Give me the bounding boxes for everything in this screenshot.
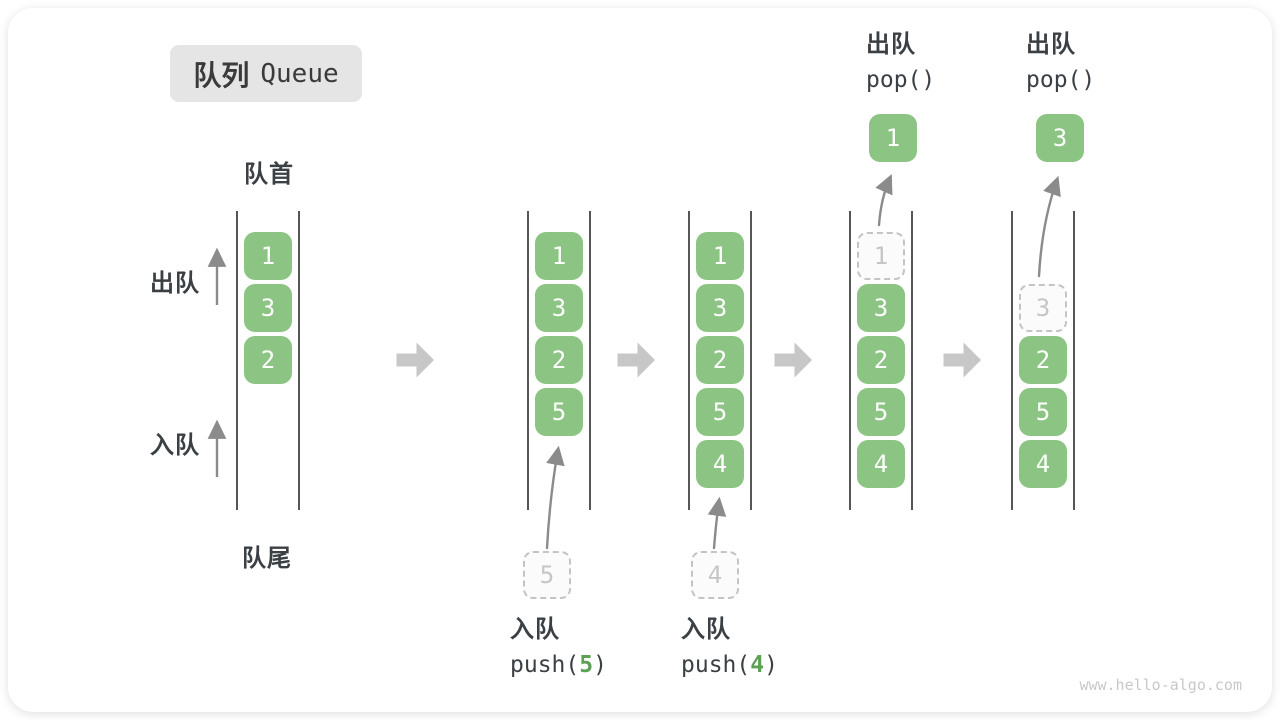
queue-cell: 5 [1019, 388, 1067, 436]
title-zh: 队列 [193, 58, 250, 92]
queue-cell: 1 [244, 232, 292, 280]
queue-cell: 4 [1019, 440, 1067, 488]
enqueue-annotation-1: 入队 push(5) [510, 614, 607, 680]
queue-cell: 5 [857, 388, 905, 436]
queue-cell: 2 [696, 336, 744, 384]
enqueue-code-label: push(5) [510, 650, 607, 680]
queue-wall-line [1011, 211, 1013, 510]
queue-cell: 2 [1019, 336, 1067, 384]
queue-cell: 3 [857, 284, 905, 332]
code-text: ) [593, 652, 607, 678]
queue-cell: 3 [535, 284, 583, 332]
dequeue-action-label: 出队 [1026, 30, 1076, 58]
queue-cell: 1 [696, 232, 744, 280]
queue-cell: 1 [535, 232, 583, 280]
queue-cell: 5 [696, 388, 744, 436]
queue-wall-line [688, 211, 690, 510]
watermark: www.hello-algo.com [1079, 676, 1242, 694]
enqueue-action-label: 入队 [510, 615, 560, 643]
queue-wall-line [1073, 211, 1075, 510]
enqueue-action-label: 入队 [681, 615, 731, 643]
code-text: ) [764, 652, 778, 678]
code-arg: 4 [750, 652, 765, 678]
queue-rear-label: 队尾 [242, 544, 292, 572]
title-en: Queue [260, 58, 339, 89]
queue-cell-dashed: 3 [1019, 284, 1067, 332]
dequeue-code-label: pop() [1026, 67, 1096, 93]
queue-wall-line [298, 211, 300, 510]
pending-enqueue-cell: 5 [523, 551, 571, 599]
queue-cell: 3 [696, 284, 744, 332]
dequeue-side-label: 出队 [150, 269, 200, 297]
dequeue-annotation-1: 出队 pop() [866, 29, 935, 95]
queue-cell: 2 [535, 336, 583, 384]
queue-wall-line [750, 211, 752, 510]
code-arg: 5 [579, 652, 594, 678]
title-box: 队列 Queue [170, 45, 362, 102]
queue-wall-line [527, 211, 529, 510]
popped-cell: 1 [869, 114, 917, 162]
enqueue-code-label: push(4) [681, 650, 778, 680]
queue-cell: 2 [857, 336, 905, 384]
queue-wall-line [849, 211, 851, 510]
queue-wall-line [236, 211, 238, 510]
code-text: push( [510, 652, 580, 678]
queue-front-label: 队首 [244, 160, 294, 188]
dequeue-annotation-2: 出队 pop() [1026, 29, 1095, 95]
queue-cell-dashed: 1 [857, 232, 905, 280]
dequeue-code-label: pop() [866, 67, 936, 93]
popped-cell: 3 [1036, 114, 1084, 162]
queue-cell: 2 [244, 336, 292, 384]
queue-cell: 3 [244, 284, 292, 332]
code-text: push( [681, 652, 751, 678]
queue-wall-line [911, 211, 913, 510]
queue-cell: 4 [857, 440, 905, 488]
enqueue-annotation-2: 入队 push(4) [681, 614, 778, 680]
dequeue-action-label: 出队 [866, 30, 916, 58]
queue-cell: 4 [696, 440, 744, 488]
queue-cell: 5 [535, 388, 583, 436]
diagram-card [8, 8, 1272, 712]
pending-enqueue-cell: 4 [691, 551, 739, 599]
queue-wall-line [589, 211, 591, 510]
enqueue-side-label: 入队 [150, 431, 200, 459]
